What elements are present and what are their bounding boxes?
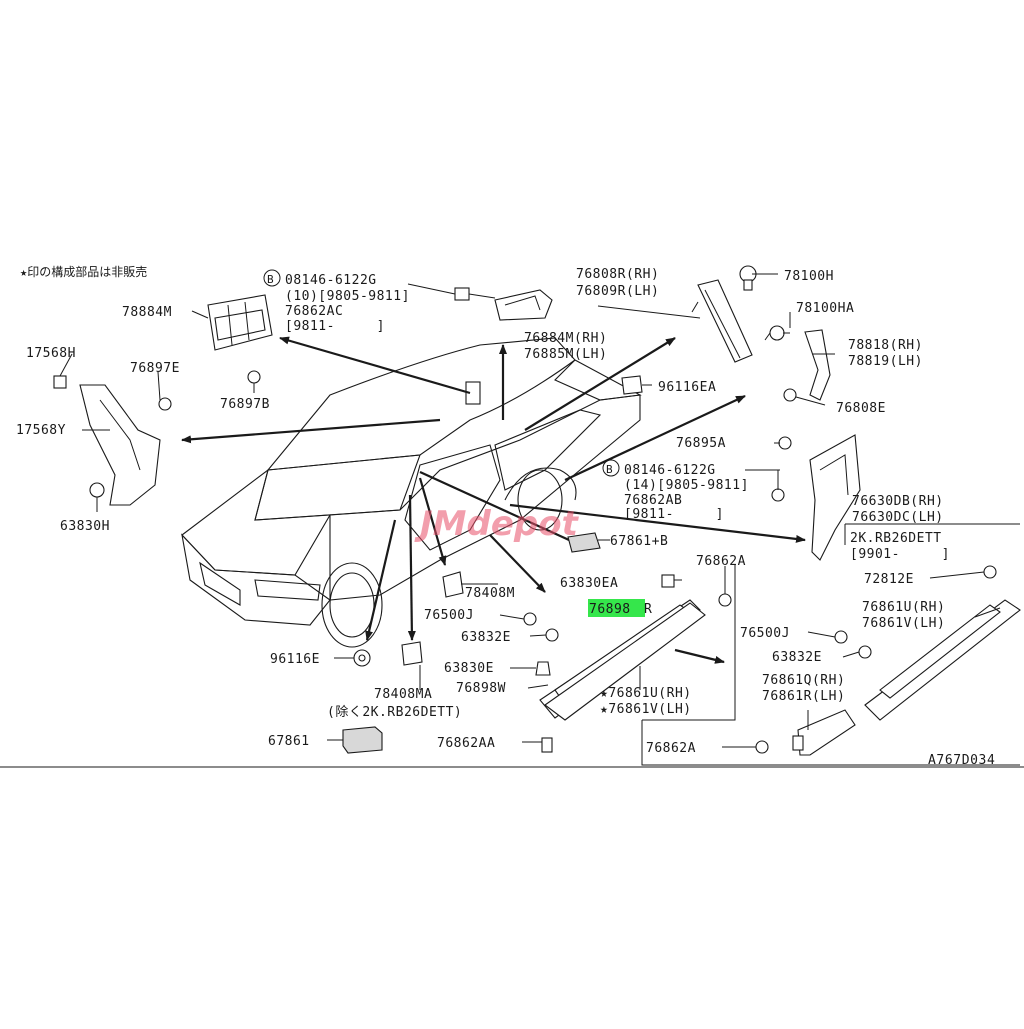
part-78818-illustration — [783, 329, 831, 402]
b-circle-top — [263, 269, 281, 287]
label-76500J-left: 76500J — [424, 608, 474, 623]
label-b2: B — [606, 463, 613, 476]
label-76630DC: 76630DC(LH) — [852, 510, 944, 525]
label-63832E-left: 63832E — [461, 630, 511, 645]
label-78408MA: 78408MA — [374, 687, 432, 702]
fasteners — [523, 565, 997, 754]
label-67861: 67861 — [268, 734, 310, 749]
note-not-sold: ★印の構成部品は非販売 — [20, 264, 147, 279]
diagram-reference-code: A767D034 — [928, 753, 995, 768]
label-78100H: 78100H — [784, 269, 834, 284]
label-08146-top: 08146-6122G — [285, 273, 377, 288]
label-63832E-right: 63832E — [772, 650, 822, 665]
watermark: JMdepot — [414, 504, 580, 544]
label-67861B: 67861+B — [610, 534, 668, 549]
label-96116EA: 96116EA — [658, 380, 716, 395]
part-67861-illustration — [342, 726, 383, 754]
label-76808E: 76808E — [836, 401, 886, 416]
part-78408M-illustration — [442, 571, 464, 598]
label-2K-top: 2K.RB26DETT — [850, 531, 942, 546]
label-76861U-star: ★76861U(RH) — [600, 686, 692, 701]
part-76861U-illustration — [544, 602, 706, 721]
label-78100HA: 78100HA — [796, 301, 854, 316]
label-76898R-highlighted: 76898 — [589, 602, 631, 617]
part-78408MA-illustration — [401, 641, 423, 666]
part-76884M-illustration — [454, 287, 553, 321]
part-78884M-illustration — [207, 294, 273, 384]
label-63830EA: 63830EA — [560, 576, 618, 591]
part-76630DB-illustration — [771, 434, 861, 561]
label-76809R: 76809R(LH) — [576, 284, 659, 299]
label-63830H: 63830H — [60, 519, 110, 534]
label-76861V-2k: 76861V(LH) — [862, 616, 945, 631]
2k-rb26dett-panel — [792, 523, 1021, 756]
part-67861B-illustration — [567, 532, 601, 553]
part-17568Y-illustration — [53, 375, 172, 506]
label-76500J-right: 76500J — [740, 626, 790, 641]
label-76861V-star: ★76861V(LH) — [600, 702, 692, 717]
label-9901: [9901- ] — [850, 547, 950, 562]
leader-lines — [59, 273, 1001, 748]
label-76862AB: 76862AB — [624, 493, 682, 508]
highlight-76898R — [588, 599, 645, 617]
group-frame — [641, 524, 1020, 766]
label-76861Q: 76861Q(RH) — [762, 673, 845, 688]
label-96116E: 96116E — [270, 652, 320, 667]
label-76895A: 76895A — [676, 436, 726, 451]
label-08146-mid: 08146-6122G — [624, 463, 716, 478]
label-excl-2K: (除く2K.RB26DETT) — [327, 705, 462, 720]
label-08146-top-qty: (10)[9805-9811] — [285, 289, 410, 304]
label-76861R: 76861R(LH) — [762, 689, 845, 704]
label-9811-mid: [9811- ] — [624, 507, 724, 522]
label-76885M: 76885M(LH) — [524, 347, 607, 362]
label-08146-mid-qty: (14)[9805-9811] — [624, 478, 749, 493]
label-76897B: 76897B — [220, 397, 270, 412]
label-76630DB: 76630DB(RH) — [852, 494, 944, 509]
label-78884M: 78884M — [122, 305, 172, 320]
label-63830E: 63830E — [444, 661, 494, 676]
b-circle-mid — [602, 459, 620, 477]
label-76862AA: 76862AA — [437, 736, 495, 751]
label-76862AC: 76862AC — [285, 304, 343, 319]
part-96116E-illustration — [353, 649, 371, 667]
part-78100HA-illustration — [764, 325, 785, 341]
label-17568H: 17568H — [26, 346, 76, 361]
label-b1: B — [267, 273, 274, 286]
label-76862A-bottom: 76862A — [646, 741, 696, 756]
label-17568Y: 17568Y — [16, 423, 66, 438]
label-78408M: 78408M — [465, 586, 515, 601]
part-96116EA-illustration — [621, 375, 643, 395]
label-72812E: 72812E — [864, 572, 914, 587]
label-78818: 78818(RH) — [848, 338, 923, 353]
car-body-illustration — [181, 337, 642, 648]
label-76898R-suffix: R — [644, 602, 652, 617]
label-9811-top: [9811- ] — [285, 319, 385, 334]
part-76808R-illustration — [697, 279, 753, 363]
callout-arrows — [181, 336, 806, 664]
label-76808R: 76808R(RH) — [576, 267, 659, 282]
label-76897E: 76897E — [130, 361, 180, 376]
label-76884M: 76884M(RH) — [524, 331, 607, 346]
label-76898W: 76898W — [456, 681, 506, 696]
label-76861U-2k: 76861U(RH) — [862, 600, 945, 615]
label-78819: 78819(LH) — [848, 354, 923, 369]
labels: ★印の構成部品は非販売 B 08146-6122G (10)[9805-9811… — [16, 264, 995, 768]
label-76862A-top: 76862A — [696, 554, 746, 569]
part-78100H-illustration — [739, 265, 757, 291]
